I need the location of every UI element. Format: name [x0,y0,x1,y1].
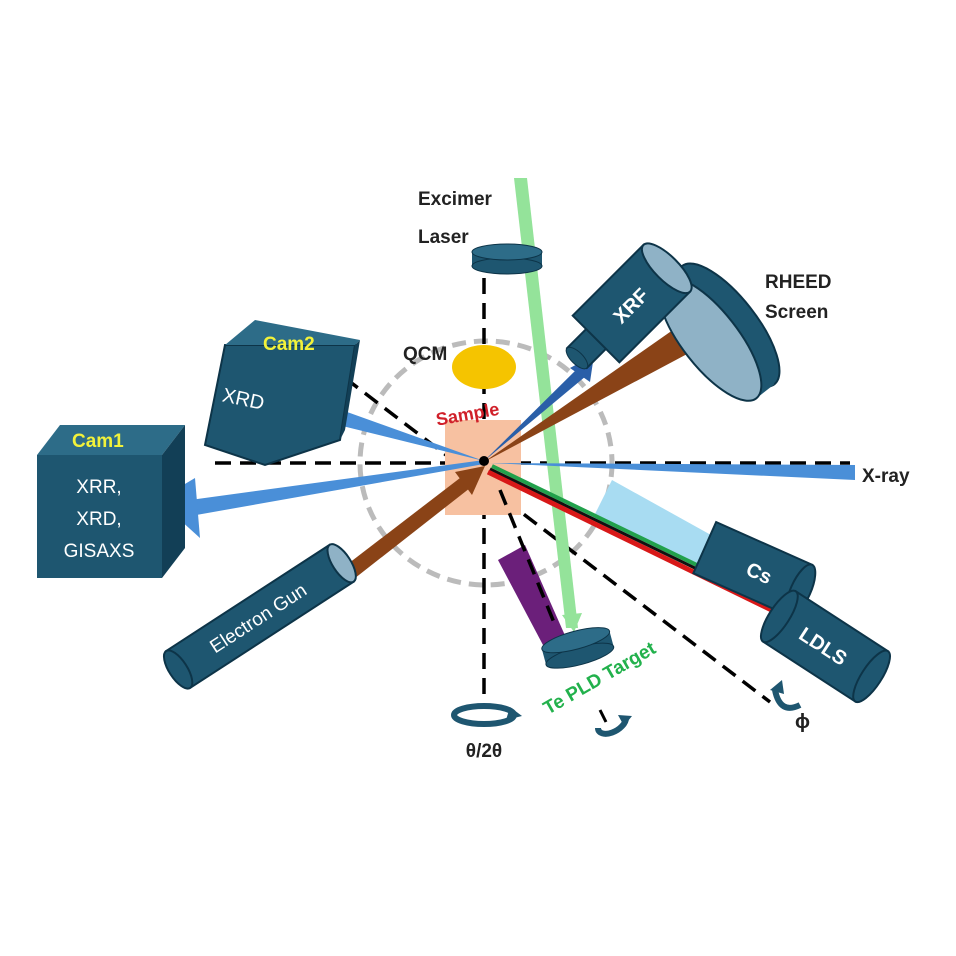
cam1-label: Cam1 [72,431,124,452]
rheed-screen [658,262,781,402]
pld-target [541,627,615,669]
qcm-crystal [452,345,516,389]
electron-gun: Electron Gun [162,543,357,690]
rheed-label: RHEED [765,272,832,293]
target-rotation-arrow-icon [595,709,632,737]
excimer-label: Excimer [418,189,493,210]
cam2-label: Cam2 [263,334,315,355]
electron-gun-beam [340,478,470,582]
cam1-text-xrd: XRD, [76,509,121,530]
laser-label: Laser [418,227,469,248]
phi-rotation-arrow-icon [770,680,802,711]
xrf-beam [484,368,586,461]
chamber-circle [357,338,615,588]
cam1-text-gisaxs: GISAXS [64,541,135,562]
xrf-detector: XRF [565,242,693,370]
rheed-beam [484,318,704,462]
ldls-source: LDLS [759,589,891,704]
cam1-detector: Cam1 XRR, XRD, GISAXS [37,425,185,578]
screen-label: Screen [765,302,828,323]
cs-beam [592,480,720,565]
laser-arrowhead [562,613,582,632]
theta-rotation-arrow-icon [451,703,522,727]
plume [498,545,567,645]
cs-source: Cs [692,520,817,618]
beam-to-cam2 [318,403,484,461]
phi-label: ϕ [795,711,810,733]
electron-beam-arrowhead [455,466,485,495]
beam-to-cam1 [185,460,484,517]
xray-incident-beam [490,463,855,480]
xray-label: X-ray [862,466,910,487]
cam1-text-xrr: XRR, [76,477,121,498]
laser-lens [471,243,543,275]
theta-label: θ/2θ [466,741,502,762]
center-point [479,456,489,466]
axis-phi [343,376,772,704]
cam2-xrd-detector: Cam2 XRD [203,320,360,467]
qcm-label: QCM [403,344,447,365]
